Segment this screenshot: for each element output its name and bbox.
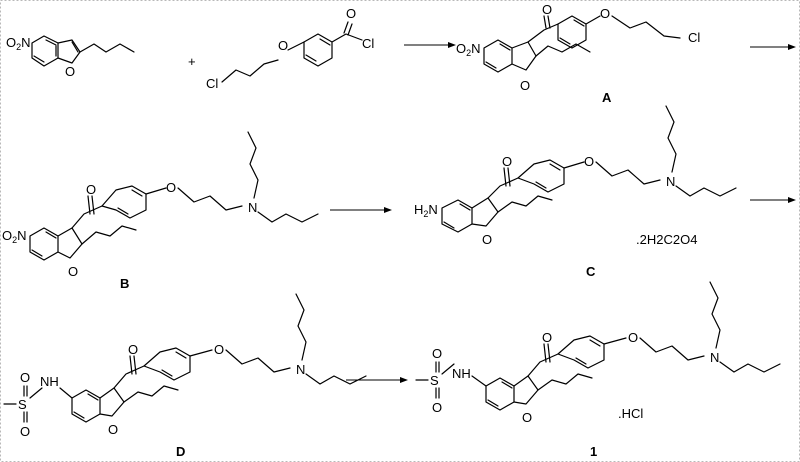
hydrochloride-salt: .HCl	[618, 406, 643, 421]
carbonyl-oxygen: O	[346, 6, 356, 21]
furan-oxygen: O	[68, 264, 78, 279]
sulfur-atom: S	[18, 397, 27, 412]
chloro-label: Cl	[206, 76, 218, 91]
ether-oxygen: O	[584, 154, 594, 169]
acyl-chloride-label: Cl	[362, 36, 374, 51]
compound-A-structure: O2N O O O Cl A	[456, 2, 700, 105]
ether-oxygen: O	[166, 180, 176, 195]
carbonyl-oxygen: O	[502, 154, 512, 169]
compound-label-B: B	[120, 276, 129, 291]
sulfonyl-oxygen-top: O	[432, 346, 442, 361]
ether-oxygen: O	[600, 6, 610, 21]
compound-label-1: 1	[590, 444, 597, 459]
sulfonamide-nh: NH	[40, 374, 59, 389]
furan-oxygen: O	[520, 78, 530, 93]
reaction-arrow-3	[330, 207, 392, 213]
amine-nitrogen: N	[710, 350, 719, 365]
compound-label-A: A	[602, 90, 612, 105]
reaction-arrow-4	[750, 197, 796, 203]
nitro-group-label: O2N	[6, 35, 31, 52]
sulfonyl-oxygen-top: O	[20, 370, 30, 385]
oxalate-salt: .2H2C2O4	[636, 232, 697, 247]
furan-oxygen: O	[108, 422, 118, 437]
compound-1-structure: S O O NH O O O N .HCl 1	[415, 281, 781, 459]
furan-oxygen: O	[482, 232, 492, 247]
ether-oxygen: O	[214, 342, 224, 357]
amine-nitrogen: N	[666, 174, 675, 189]
amine-nitrogen: N	[248, 200, 257, 215]
nitro-group-label: O2N	[2, 228, 27, 245]
carbonyl-oxygen: O	[542, 2, 552, 17]
sulfonyl-oxygen-bottom: O	[20, 424, 30, 439]
carbonyl-oxygen: O	[86, 182, 96, 197]
carbonyl-oxygen: O	[542, 330, 552, 345]
furan-oxygen: O	[65, 64, 75, 79]
carbonyl-oxygen: O	[128, 342, 138, 357]
ether-oxygen: O	[628, 330, 638, 345]
plus-sign: +	[188, 54, 196, 69]
chloro-label: Cl	[688, 30, 700, 45]
compound-B-structure: O2N O O O N B	[2, 131, 319, 291]
nitrobenzofuran-reactant: O2N O	[6, 35, 135, 79]
amine-nitrogen: N	[296, 362, 305, 377]
compound-label-C: C	[586, 264, 596, 279]
compound-label-D: D	[176, 444, 185, 459]
sulfur-atom: S	[430, 373, 439, 388]
sulfonamide-nh: NH	[452, 366, 471, 381]
acid-chloride-reactant: Cl O O Cl	[206, 6, 374, 91]
nitro-group-label: O2N	[456, 41, 481, 58]
furan-oxygen: O	[522, 410, 532, 425]
ether-oxygen: O	[278, 38, 288, 53]
compound-C-structure: H2N O O O N .2H2C2O4 C	[414, 105, 737, 279]
sulfonyl-oxygen-bottom: O	[432, 400, 442, 415]
reaction-arrow-2	[750, 44, 796, 50]
reaction-arrow-1	[404, 42, 456, 48]
compound-D-structure: S O O NH O O O N D	[3, 293, 367, 459]
reaction-arrow-5	[346, 377, 408, 383]
amino-group-label: H2N	[414, 202, 438, 219]
